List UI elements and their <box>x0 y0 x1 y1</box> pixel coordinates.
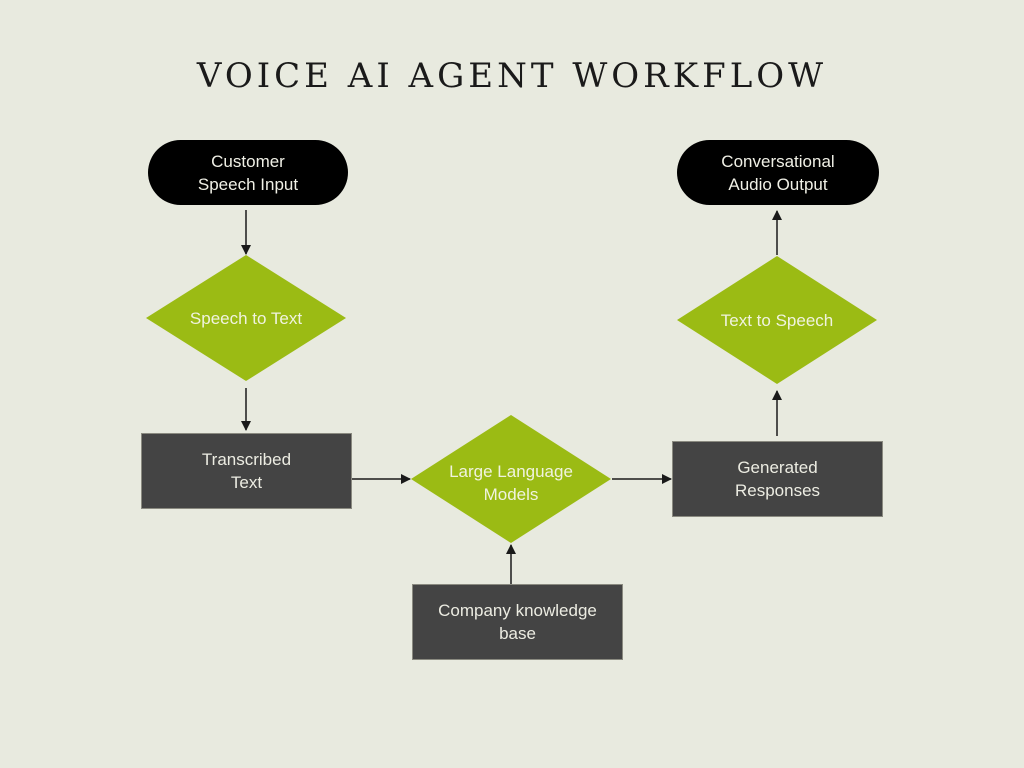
node-speech-to-text: Speech to Text <box>146 306 346 330</box>
node-label-line: Audio Output <box>728 174 828 194</box>
diagram-title: VOICE AI AGENT WORKFLOW <box>196 56 828 96</box>
node-label-line: Large Language <box>449 462 573 481</box>
node-text-to-speech: Text to Speech <box>677 308 877 332</box>
node-customer-speech-input: Customer Speech Input <box>148 140 348 205</box>
decision-shape-large-language-models <box>411 415 611 543</box>
node-label-line: Speech Input <box>197 174 299 194</box>
decision-shape-speech-to-text <box>146 255 346 381</box>
node-company-knowledge-base: Company knowledge base <box>412 584 623 660</box>
node-label-line: Text <box>230 473 263 492</box>
node-label-line: Models <box>483 485 539 504</box>
node-transcribed-text: Transcribed Text <box>141 433 352 509</box>
node-label-line: Company knowledge <box>438 601 597 620</box>
node-label-line: Conversational <box>721 151 835 171</box>
node-generated-responses: Generated Responses <box>672 441 883 517</box>
node-label-line: Transcribed <box>201 450 292 469</box>
node-label: Text to Speech <box>720 310 834 330</box>
node-label-line: Generated <box>737 458 818 477</box>
node-label: Speech to Text <box>189 308 303 328</box>
node-conversational-audio-output: Conversational Audio Output <box>677 140 879 205</box>
node-label-line: base <box>499 624 536 643</box>
node-label-line: Customer <box>211 151 285 171</box>
decision-shape-text-to-speech <box>677 256 877 384</box>
node-label-line: Responses <box>734 481 821 500</box>
node-large-language-models: Large Language Models <box>411 460 611 506</box>
